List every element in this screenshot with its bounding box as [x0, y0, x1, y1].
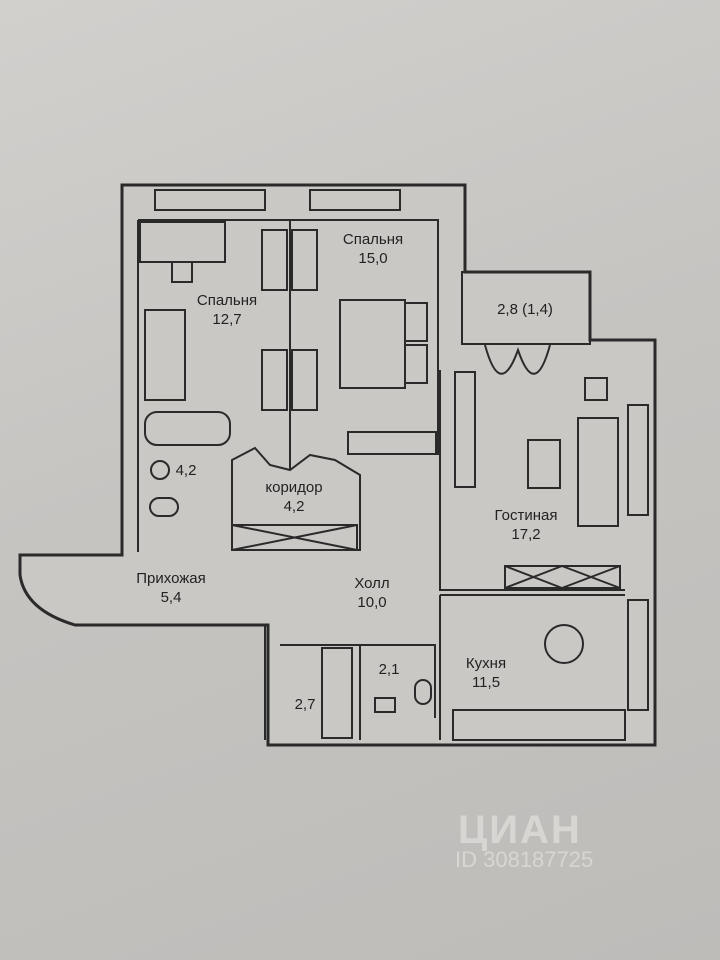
closet-shelves [321, 647, 353, 739]
room-balcony: 2,8 (1,4) [497, 300, 553, 319]
window [627, 404, 649, 516]
room-wc: 2,1 [379, 660, 400, 679]
room-name: Прихожая [136, 570, 206, 587]
window [627, 599, 649, 711]
room-entrance: Прихожая 5,4 [136, 569, 206, 607]
room-name: Гостиная [494, 507, 558, 524]
sofa [577, 417, 619, 527]
room-area: 11,5 [471, 674, 501, 691]
table [544, 624, 584, 664]
bathtub [144, 411, 231, 446]
room-area: 4,2 [175, 462, 197, 479]
room-kitchen: Кухня 11,5 [466, 654, 506, 692]
watermark-logo: ЦИАН [458, 808, 582, 852]
room-area: 12,7 [212, 311, 242, 328]
balcony [461, 271, 591, 345]
bed [144, 309, 186, 401]
wardrobe [261, 229, 476, 488]
room-name: Холл [354, 575, 390, 592]
room-area: 15,0 [358, 250, 388, 267]
living-wall [439, 370, 625, 740]
room-area: 17,2 [511, 526, 541, 543]
room-corridor: коридор 4,2 [265, 478, 322, 516]
toilet [149, 497, 179, 517]
window [154, 189, 266, 211]
room-name: коридор [265, 479, 323, 496]
room-bathroom: 4,2 [176, 461, 197, 480]
window [309, 189, 401, 211]
inner-outline [137, 219, 439, 552]
room-living: Гостиная 17,2 [495, 506, 558, 544]
room-bedroom-small: Спальня 12,7 [197, 291, 257, 329]
room-name: Спальня [196, 292, 258, 309]
room-hall: Холл 10,0 [354, 574, 389, 612]
room-closet: 2,7 [295, 695, 316, 714]
room-name: Кухня [465, 655, 507, 672]
room-bedroom-large: Спальня 15,0 [343, 230, 403, 268]
room-area: 4,2 [283, 498, 305, 515]
room-area: 2,8 (1,4) [497, 301, 553, 318]
room-area: 2,1 [378, 661, 400, 678]
room-name: Спальня [342, 231, 404, 248]
room-area: 5,4 [160, 589, 182, 606]
watermark-id: ID 308187725 [455, 847, 594, 872]
room-area: 2,7 [294, 696, 316, 713]
hall-wall [264, 625, 436, 740]
room-area: 10,0 [357, 594, 387, 611]
